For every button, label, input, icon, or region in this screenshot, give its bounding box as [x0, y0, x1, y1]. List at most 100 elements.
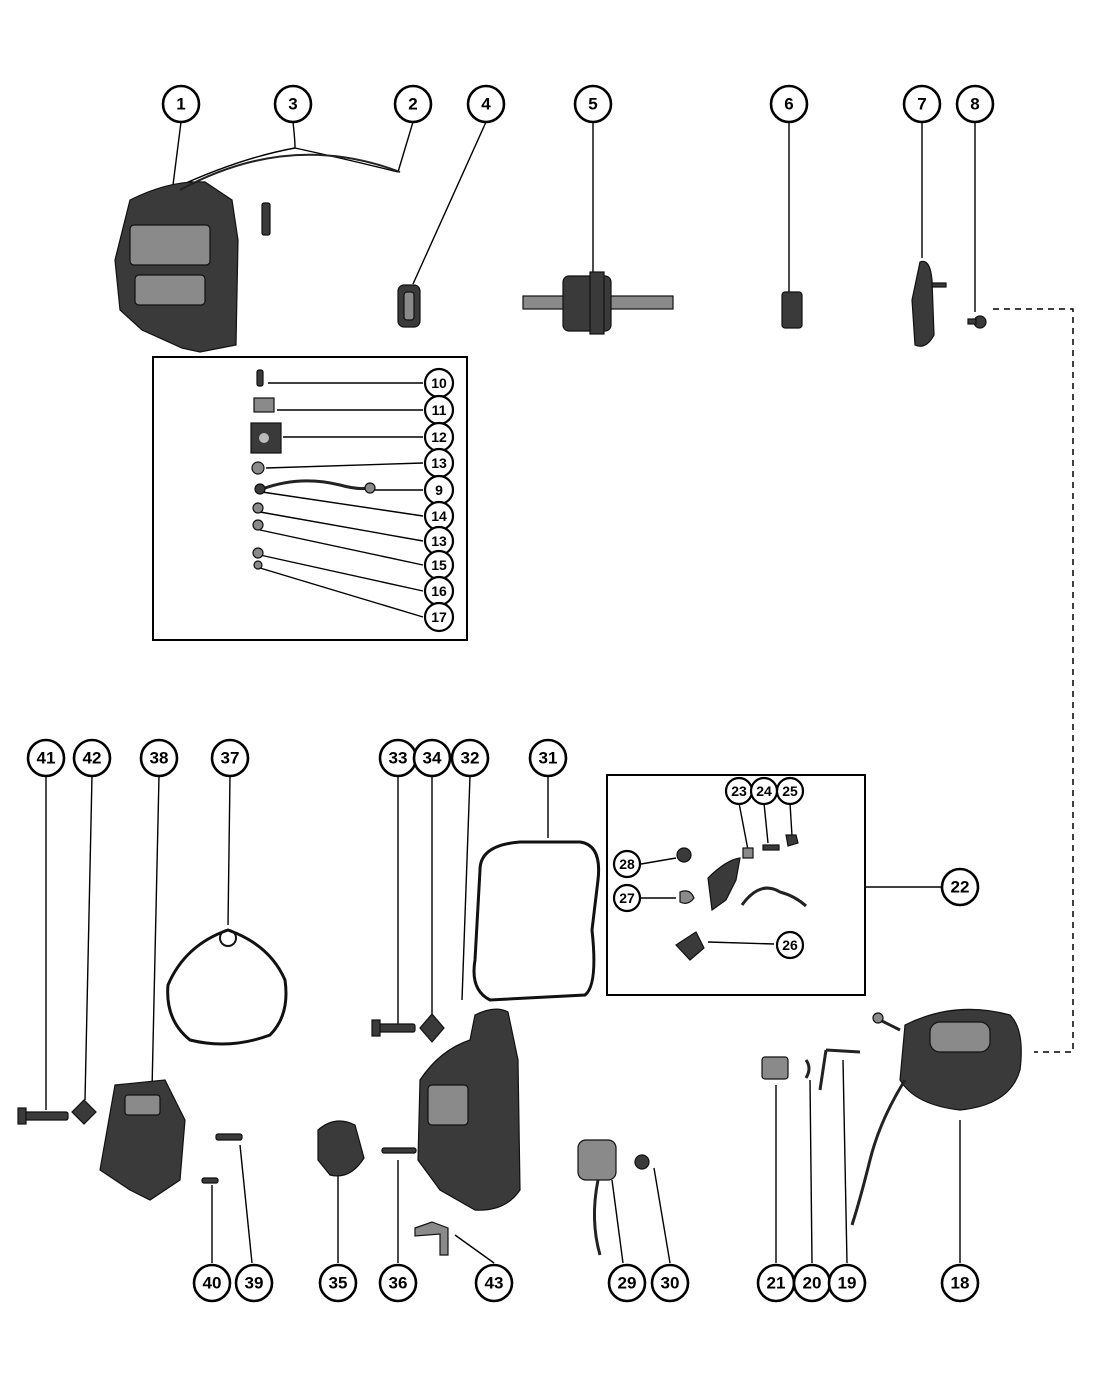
part-26-wire-clip [675, 931, 705, 961]
callout-17: 17 [423, 601, 455, 633]
callout-3: 3 [273, 84, 313, 124]
svg-text:11: 11 [432, 402, 447, 418]
svg-text:30: 30 [661, 1274, 680, 1293]
callout-42: 42 [72, 738, 112, 778]
svg-text:37: 37 [221, 749, 240, 768]
callout-10: 10 [423, 367, 455, 399]
callout-13a: 13 [423, 447, 455, 479]
callout-6: 6 [769, 84, 809, 124]
part-13-nut-lower [252, 502, 264, 514]
part-breaker-spring [740, 886, 808, 908]
svg-text:13: 13 [431, 455, 447, 471]
part-9-ground-wire [261, 479, 369, 491]
callout-25: 25 [775, 776, 805, 806]
svg-text:4: 4 [481, 95, 491, 114]
part-6-bushing [781, 291, 803, 329]
svg-text:13: 13 [431, 533, 447, 549]
svg-text:36: 36 [389, 1274, 408, 1293]
callout-1: 1 [161, 84, 201, 124]
svg-text:27: 27 [619, 890, 635, 906]
svg-text:40: 40 [203, 1274, 222, 1293]
part-33-screw [371, 1019, 416, 1037]
callout-32: 32 [450, 738, 490, 778]
part-16-washer [252, 547, 264, 559]
part-32-distributor-housing [417, 1008, 521, 1211]
part-37-gasket-eye [219, 929, 237, 947]
callout-15: 15 [423, 549, 455, 581]
svg-text:7: 7 [917, 95, 926, 114]
svg-text:33: 33 [389, 749, 408, 768]
part-20-washer [804, 1059, 811, 1079]
callout-16: 16 [423, 575, 455, 607]
svg-text:20: 20 [803, 1274, 822, 1293]
part-17-nut [253, 560, 263, 570]
svg-text:26: 26 [782, 937, 798, 953]
callout-2: 2 [393, 84, 433, 124]
part-12-insulator [250, 422, 282, 454]
callout-35: 35 [318, 1263, 358, 1303]
svg-text:16: 16 [431, 583, 447, 599]
svg-text:43: 43 [485, 1274, 504, 1293]
part-27-washer [679, 890, 695, 904]
part-41-screw [17, 1107, 69, 1125]
svg-text:10: 10 [431, 375, 447, 391]
callout-26: 26 [775, 930, 805, 960]
part-14-nut [254, 483, 266, 495]
svg-text:29: 29 [618, 1274, 637, 1293]
svg-text:22: 22 [951, 878, 970, 897]
svg-text:31: 31 [539, 749, 558, 768]
part-31-gasket [472, 840, 601, 1002]
callout-40: 40 [192, 1263, 232, 1303]
part-10-screw [256, 369, 264, 387]
svg-text:38: 38 [150, 749, 169, 768]
part-29-condenser [577, 1139, 617, 1256]
svg-text:17: 17 [431, 609, 447, 625]
part-39-screw [215, 1133, 243, 1141]
svg-text:15: 15 [431, 557, 447, 573]
callout-27: 27 [612, 883, 642, 913]
part-7-plate [911, 260, 947, 347]
svg-text:12: 12 [431, 429, 447, 445]
part-43-clip [414, 1221, 449, 1256]
part-24-screw [762, 844, 780, 851]
part-11-washer [253, 397, 275, 413]
callout-38: 38 [139, 738, 179, 778]
svg-text:18: 18 [951, 1274, 970, 1293]
svg-text:2: 2 [408, 95, 417, 114]
svg-text:3: 3 [288, 95, 297, 114]
part-4-bearing [397, 284, 421, 328]
callout-39: 39 [234, 1263, 274, 1303]
svg-text:9: 9 [435, 482, 443, 498]
part-1-housing [114, 181, 239, 353]
svg-text:32: 32 [461, 749, 480, 768]
svg-text:21: 21 [767, 1274, 786, 1293]
callout-24: 24 [749, 776, 779, 806]
leader-lines [45, 121, 1074, 1264]
part-35-rotor [317, 1120, 365, 1177]
callout-4: 4 [466, 84, 506, 124]
svg-text:5: 5 [588, 95, 597, 114]
svg-text:34: 34 [423, 749, 442, 768]
svg-text:8: 8 [970, 95, 979, 114]
callout-43: 43 [474, 1263, 514, 1303]
svg-text:23: 23 [731, 783, 747, 799]
callout-31: 31 [528, 738, 568, 778]
svg-text:24: 24 [756, 783, 772, 799]
callout-19: 19 [827, 1263, 867, 1303]
part-36-screw [381, 1147, 417, 1154]
svg-text:28: 28 [619, 856, 635, 872]
part-25-nut [785, 834, 799, 847]
svg-text:39: 39 [245, 1274, 264, 1293]
callout-41: 41 [26, 738, 66, 778]
svg-text:25: 25 [782, 783, 798, 799]
callout-13b: 13 [423, 525, 455, 557]
callout-5: 5 [573, 84, 613, 124]
part-18-coil [850, 1008, 1022, 1226]
part-2-spring [261, 202, 271, 236]
callout-21: 21 [756, 1263, 796, 1303]
callout-34: 34 [412, 738, 452, 778]
svg-text:19: 19 [838, 1274, 857, 1293]
part-23-pivot [742, 847, 754, 859]
part-37-gasket [166, 928, 288, 1046]
